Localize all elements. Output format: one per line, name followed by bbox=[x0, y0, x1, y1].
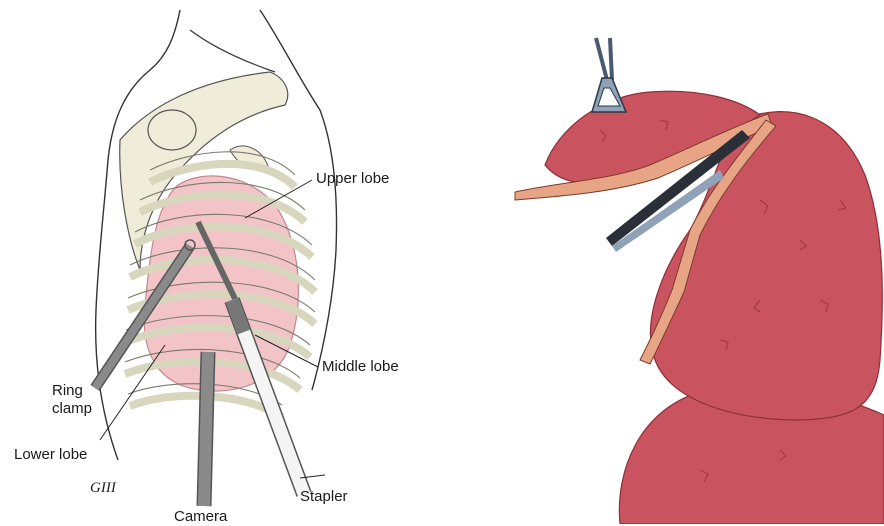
label-lower-lobe: Lower lobe bbox=[14, 446, 87, 464]
label-ring-clamp-line2: clamp bbox=[52, 400, 92, 418]
label-stapler: Stapler bbox=[300, 488, 348, 506]
grasper-instrument bbox=[592, 38, 626, 112]
label-ring-clamp-line1: Ring bbox=[52, 382, 83, 400]
camera-instrument bbox=[204, 352, 208, 506]
label-upper-lobe: Upper lobe bbox=[316, 170, 389, 188]
label-middle-lobe: Middle lobe bbox=[322, 358, 399, 376]
label-camera: Camera bbox=[174, 508, 227, 526]
artist-signature: GIII bbox=[90, 480, 116, 497]
